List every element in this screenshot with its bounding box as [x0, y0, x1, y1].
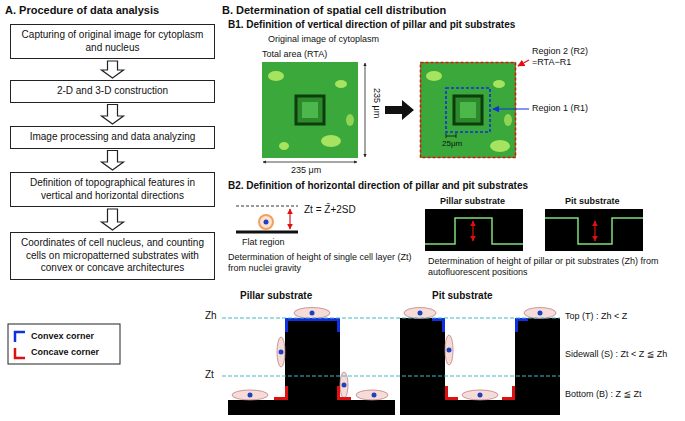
- annotation: Bottom (B) : Z ≦ Zt: [565, 389, 683, 400]
- panel-heading: B1. Definition of vertical direction of …: [228, 19, 515, 31]
- region-image: [420, 62, 516, 158]
- pit-profile: [545, 209, 643, 251]
- annotation: 235 μm: [371, 88, 382, 118]
- step-text: 2-D and 3-D construction: [17, 85, 208, 98]
- convex-corner-sample: [15, 332, 25, 342]
- legend-entry: Convex corner: [31, 331, 94, 342]
- legend-entry: Concave corner: [31, 347, 99, 358]
- panel-heading: Pit substrate: [565, 196, 620, 207]
- process-arrow: [385, 100, 414, 120]
- concave-corner-sample: [15, 348, 25, 358]
- panel-heading: Pillar substrate: [440, 196, 505, 207]
- flow-arrow: [102, 105, 124, 125]
- annotation: 235 μm: [291, 165, 321, 176]
- flow-arrow: [102, 209, 124, 230]
- step-text: Definition of topographical features in …: [17, 177, 208, 202]
- pit-substrate-figure: [400, 308, 560, 416]
- process-box: Coordinates of cell nucleus, and countin…: [10, 232, 215, 280]
- leader-lines: [493, 60, 529, 109]
- legend-frame: [8, 324, 120, 364]
- step-text: Capturing of original image for cytoplas…: [17, 29, 208, 54]
- annotation: Determination of height of pillar or pit…: [428, 256, 672, 278]
- pillar-profile: [425, 209, 523, 251]
- process-box: Image processing and data analyzing: [10, 126, 215, 149]
- pillar-substrate-figure: [228, 308, 395, 416]
- annotation: Zh: [205, 310, 217, 322]
- flow-arrow: [102, 61, 124, 78]
- process-box: Capturing of original image for cytoplas…: [10, 24, 215, 59]
- step-text: Image processing and data analyzing: [17, 131, 208, 144]
- dimension-lines: [263, 63, 365, 162]
- process-box: Definition of topographical features in …: [10, 172, 215, 207]
- height-lines: [222, 318, 560, 376]
- flat-region-figure: [236, 206, 298, 232]
- legend-text: Convex corner: [31, 331, 94, 341]
- process-box: 2-D and 3-D construction: [10, 80, 215, 103]
- legend-text: Concave corner: [31, 347, 99, 357]
- annotation: 25μm: [442, 139, 462, 149]
- panel-heading: B2. Definition of horizontal direction o…: [228, 180, 528, 192]
- annotation: Top (T) : Zh < Z: [565, 311, 683, 322]
- panel-heading: Pit substrate: [432, 290, 493, 302]
- flow-arrow: [102, 151, 124, 171]
- annotation: Original image of cytoplasm: [268, 34, 379, 45]
- annotation: Zt = Z̄+2SD: [304, 204, 356, 216]
- annotation: Total area (RTA): [262, 49, 327, 60]
- panel-heading: Pillar substrate: [240, 290, 312, 302]
- step-text: Coordinates of cell nucleus, and countin…: [17, 237, 208, 275]
- annotation: Flat region: [242, 237, 285, 248]
- annotation: Region 1 (R1): [532, 103, 588, 114]
- annotation: Determination of height of single cell l…: [228, 252, 416, 274]
- cytoplasm-image: [262, 62, 358, 158]
- panel-heading: A. Procedure of data analysis: [5, 4, 159, 17]
- annotation: Zt: [205, 369, 214, 381]
- panel-heading: B. Determination of spatial cell distrib…: [222, 4, 446, 17]
- annotation: Sidewall (S) : Zt < Z ≦ Zh: [565, 349, 683, 360]
- annotation: Region 2 (R2) =RTA−R1: [532, 46, 606, 68]
